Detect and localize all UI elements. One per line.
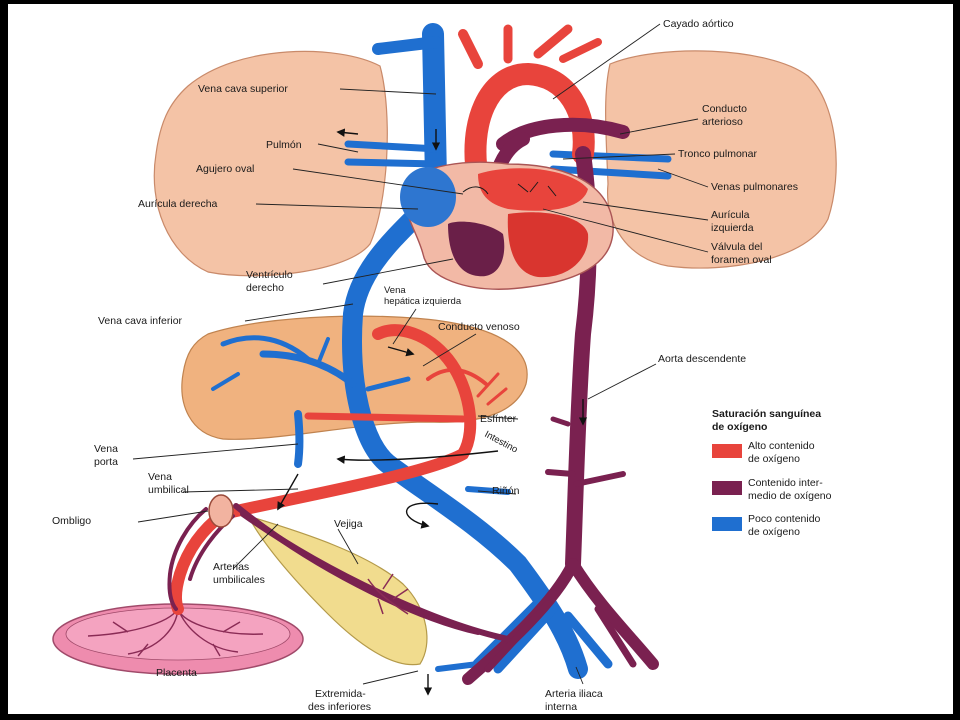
label-vena-porta-1: Vena [94,443,118,455]
label-auricula-izquierda-1: Aurícula [711,209,750,221]
flow-arrows [277,128,588,696]
label-conducto-venoso: Conducto venoso [438,321,520,333]
bladder [246,515,428,666]
heart-flow-arrows [462,181,557,197]
label-venas-pulmonares: Venas pulmonares [711,181,798,193]
label-cayado-aortico: Cayado aórtico [663,18,734,30]
legend-swatch-low [712,517,742,531]
legend: Saturación sanguínea de oxígeno Alto con… [712,408,832,538]
legend-item-mid-2: medio de oxígeno [748,490,832,502]
label-rinon: Riñón [492,485,520,497]
legend-title-1: Saturación sanguínea [712,408,821,420]
label-arteria-iliaca-1: Arteria iliaca [545,688,603,700]
label-vejiga: Vejiga [334,518,363,530]
label-ombligo: Ombligo [52,515,91,527]
label-auricula-derecha: Aurícula derecha [138,198,218,210]
label-vena-porta-2: porta [94,456,118,468]
left-ventricle [507,212,589,278]
legend-swatch-high [712,444,742,458]
high-oxygen-vessels [170,24,602,615]
label-ventriculo-1: Ventrículo [246,269,293,281]
label-aorta-descendente: Aorta descendente [658,353,746,365]
label-agujero-oval: Agujero oval [196,163,254,175]
right-atrium [400,167,456,227]
label-tronco-pulmonar: Tronco pulmonar [678,148,757,160]
label-vena-hepatica-1: Vena [384,285,406,296]
label-ventriculo-2: derecho [246,282,284,294]
label-pulmon: Pulmón [266,139,302,151]
label-placenta: Placenta [156,667,197,679]
heart [400,161,614,290]
legend-item-mid-1: Contenido inter- [748,477,823,489]
legend-item-high-2: de oxígeno [748,453,800,465]
label-esfinter: Esfínter [480,413,517,425]
label-vena-cava-inferior: Vena cava inferior [98,315,183,327]
legend-title-2: de oxígeno [712,421,767,433]
label-auricula-izquierda-2: izquierda [711,222,754,234]
legend-swatch-mid [712,481,742,495]
label-vena-cava-superior: Vena cava superior [198,83,288,95]
diagram-canvas: Cayado aórtico Vena cava superior Conduc… [8,4,953,714]
label-valvula-2: foramen oval [711,254,772,266]
legend-item-low-1: Poco contenido [748,513,821,525]
label-extremidades-2: des inferiores [308,701,371,713]
right-ventricle [448,221,505,277]
fetal-circulation-diagram: Cayado aórtico Vena cava superior Conduc… [52,18,837,713]
legend-item-high-1: Alto contenido [748,440,815,452]
label-arterias-umbilicales-1: Arterias [213,561,249,573]
left-atrium [478,168,588,211]
label-arterias-umbilicales-2: umbilicales [213,574,265,586]
anatomy-labels: Cayado aórtico Vena cava superior Conduc… [52,18,798,713]
left-lung [153,50,388,277]
label-arteria-iliaca-2: interna [545,701,577,713]
label-extremidades-1: Extremida- [315,688,366,700]
label-vena-hepatica-2: hepática izquierda [384,296,462,307]
label-valvula-1: Válvula del [711,241,762,253]
bladder-vessels [367,573,409,615]
label-vena-umbilical-1: Vena [148,471,172,483]
leader-lines [132,23,709,685]
label-conducto-arterioso-2: arterioso [702,116,743,128]
label-conducto-arterioso-1: Conducto [702,103,747,115]
low-oxygen-vessels [211,23,672,679]
label-vena-umbilical-2: umbilical [148,484,189,496]
umbilicus-ring [208,494,234,528]
legend-item-low-2: de oxígeno [748,526,800,538]
